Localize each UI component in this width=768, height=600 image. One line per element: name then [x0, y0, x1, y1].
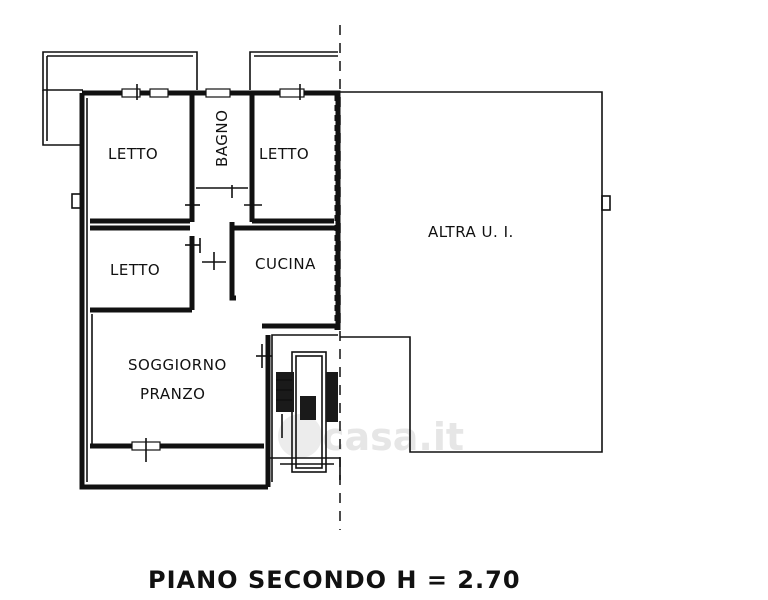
room-label-altra-ui: ALTRA U. I.: [428, 223, 514, 241]
room-label-letto-1: LETTO: [108, 145, 158, 163]
room-label-cucina: CUCINA: [255, 255, 316, 273]
room-label-soggiorno: SOGGIORNO: [128, 356, 227, 374]
interior-walls: [90, 95, 336, 487]
room-label-letto-2: LETTO: [259, 145, 309, 163]
room-label-pranzo: PRANZO: [140, 385, 205, 403]
room-label-bagno: BAGNO: [213, 110, 231, 167]
balcony-top-right: [249, 51, 338, 90]
room-label-letto-3: LETTO: [110, 261, 160, 279]
balcony-top-left: [42, 51, 198, 146]
other-unit: [340, 91, 611, 453]
window-marks: [121, 84, 305, 462]
staircase: [268, 334, 341, 482]
plan-caption: PIANO SECONDO H = 2.70: [148, 566, 521, 594]
